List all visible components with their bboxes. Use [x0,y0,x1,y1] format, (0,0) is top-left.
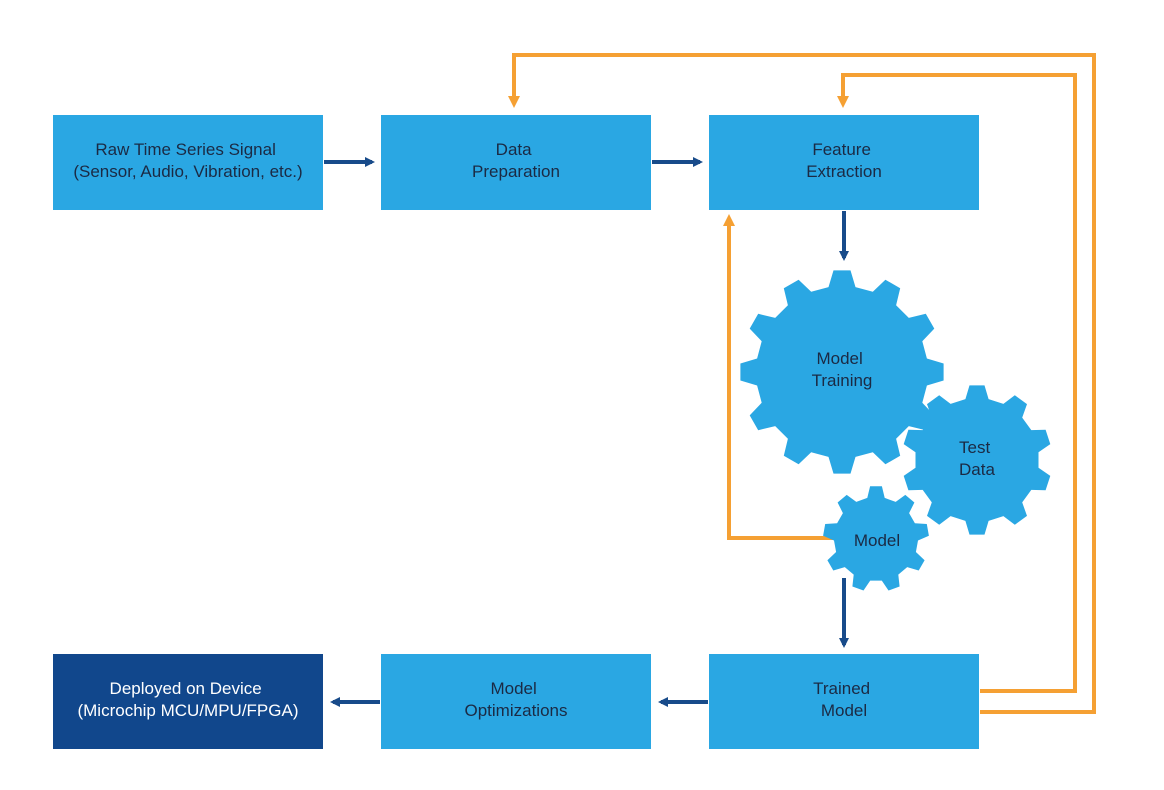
svg-text:Model: Model [854,531,900,550]
feedback-arrow-to-feature-extraction [837,73,1077,693]
gear-icon [740,270,944,474]
box-data-preparation-rect [381,115,651,210]
box-feature-extraction-rect [709,115,979,210]
box-data-preparation-line2: Preparation [472,162,560,181]
box-trained-model-line1: Trained [813,679,870,698]
box-raw-signal: Raw Time Series Signal (Sensor, Audio, V… [53,115,323,210]
box-model-optimizations-rect [381,654,651,749]
gear-model: Model [823,486,929,591]
svg-text:Raw Time Series Signal (: Raw Time Series Signal (Sensor, Audio, V… [73,140,302,181]
box-data-preparation-line1: Data [496,140,532,159]
svg-text:Deployed on Device (Micr: Deployed on Device (Microchip MCU/MPU/FP… [77,679,298,720]
box-feature-extraction: Feature Extraction [709,115,979,210]
box-trained-model-line2: Model [821,701,867,720]
gear-icon [823,486,929,591]
box-raw-signal-line1: Raw Time Series Signal [95,140,275,159]
box-feature-extraction-line2: Extraction [806,162,882,181]
box-model-optimizations: Model Optimizations [381,654,651,749]
svg-text:Model Training: Model Training [812,349,873,390]
gear-test-data-line1: Test [959,438,990,457]
gear-test-data: Test Data [903,385,1051,535]
box-deployed: Deployed on Device (Microchip MCU/MPU/FP… [53,654,323,749]
svg-text:Model Optimizations: Model Optimizations [465,679,568,720]
svg-text:Test Data: Test Data [959,438,995,479]
box-raw-signal-rect [53,115,323,210]
feedback-arrow-model-to-feature-extraction [723,214,842,540]
box-raw-signal-line2: (Sensor, Audio, Vibration, etc.) [73,162,302,181]
feedback-arrow-to-data-preparation [508,53,1096,714]
box-data-preparation: Data Preparation [381,115,651,210]
svg-text:Trained Model: Trained Model [813,679,875,720]
gear-test-data-line2: Data [959,460,995,479]
gear-model-training-line1: Model [816,349,862,368]
box-feature-extraction-line1: Feature [812,140,871,159]
box-model-optimizations-line1: Model [490,679,536,698]
gear-model-training: Model Training [740,270,944,474]
box-deployed-line2: (Microchip MCU/MPU/FPGA) [77,701,298,720]
svg-text:Data Preparation: Data Preparation [472,140,560,181]
box-model-optimizations-line2: Optimizations [465,701,568,720]
gear-model-training-line2: Training [812,371,873,390]
box-deployed-rect [53,654,323,749]
svg-text:Feature Extraction: Feature Extraction [806,140,882,181]
flow-arrows [324,157,849,707]
box-deployed-line1: Deployed on Device [110,679,262,698]
gear-model-line1: Model [854,531,900,550]
feedback-arrows [508,53,1096,714]
box-trained-model-rect [709,654,979,749]
box-trained-model: Trained Model [709,654,979,749]
gear-icon [903,385,1051,535]
